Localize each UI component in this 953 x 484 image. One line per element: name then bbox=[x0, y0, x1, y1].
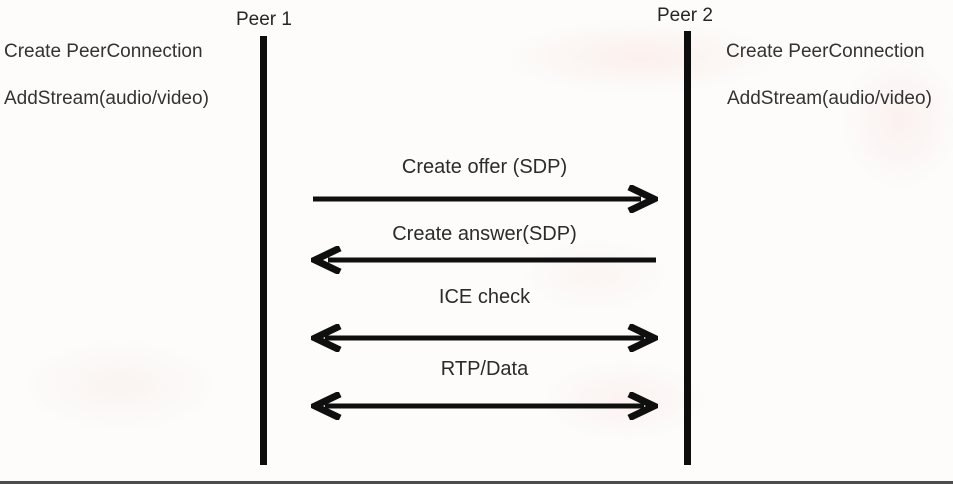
background-artifact bbox=[840, 50, 953, 190]
message-label-create-offer: Create offer (SDP) bbox=[401, 156, 568, 178]
arrow-left-icon bbox=[311, 246, 656, 274]
peer1-lifeline bbox=[260, 36, 267, 465]
arrow-right-icon bbox=[313, 185, 658, 213]
peer2-annotation-create-peerconnection: Create PeerConnection bbox=[726, 41, 925, 62]
bottom-edge-bar bbox=[0, 481, 953, 484]
arrow-bidirectional-icon bbox=[311, 392, 658, 420]
peer1-annotation-create-peerconnection: Create PeerConnection bbox=[4, 41, 203, 62]
peer1-label: Peer 1 bbox=[236, 9, 292, 30]
background-artifact bbox=[20, 340, 220, 430]
message-label-rtp-data: RTP/Data bbox=[440, 358, 529, 380]
peer2-label: Peer 2 bbox=[657, 5, 713, 26]
peer2-annotation-addstream: AddStream(audio/video) bbox=[727, 88, 932, 109]
arrow-bidirectional-icon bbox=[311, 324, 658, 352]
message-label-ice-check: ICE check bbox=[438, 286, 531, 308]
peer1-annotation-addstream: AddStream(audio/video) bbox=[4, 88, 209, 109]
message-label-create-answer: Create answer(SDP) bbox=[392, 223, 577, 245]
peer2-lifeline bbox=[684, 31, 691, 465]
